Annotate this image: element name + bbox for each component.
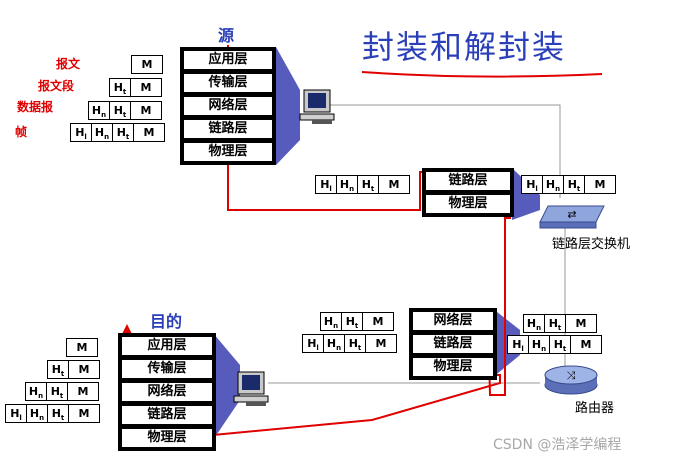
payload-cell: M [365,334,397,353]
data-path-arrowhead [122,324,132,334]
router-label: 路由器 [575,401,615,416]
switch-label: 链路层交换机 [552,237,631,252]
pdu-label-segment: 报文段 [38,79,75,93]
link-host-switch [328,104,561,198]
link-header-cell: Hl [5,404,27,423]
source-stack: 应用层 传输层 网络层 链路层 物理层 [180,47,276,165]
link-header-cell: Hl [507,335,529,354]
transport-header-cell: Ht [341,312,363,331]
payload-cell: M [131,55,163,74]
link-header-cell: Hl [315,175,337,194]
svg-text:⤨: ⤨ [567,369,576,382]
title-underline [361,71,603,78]
pdu-label-datagram: 数据报 [17,100,54,114]
payload-cell: M [67,382,99,401]
dest-label: 目的 [150,312,183,331]
transport-header-cell: Ht [357,175,379,194]
source-layer-app: 应用层 [183,50,273,70]
transport-header-cell: Ht [544,314,566,333]
packet-message: M [131,55,163,74]
packet-segment: Ht M [109,78,162,97]
link-header-cell: Hl [302,334,324,353]
packet-frame-router-in: Hl Hn Ht M [302,334,397,353]
network-header-cell: Hn [336,175,358,194]
source-layer-physical: 物理层 [183,142,273,162]
transport-header-cell: Ht [47,360,69,379]
switch-icon: ⇄ [539,205,605,229]
pdu-label-frame: 帧 [15,125,28,139]
transport-header-cell: Ht [344,334,366,353]
network-header-cell: Hn [523,314,545,333]
switch-layer-link: 链路层 [425,171,511,191]
dest-layer-app: 应用层 [121,336,213,356]
packet-datagram: Hn Ht M [88,101,162,120]
payload-cell: M [362,312,394,331]
network-header-cell: Hn [25,382,47,401]
network-header-cell: Hn [91,123,113,142]
payload-cell: M [378,175,410,194]
dest-stack: 应用层 传输层 网络层 链路层 物理层 [118,333,216,451]
dest-stack-shadow [213,333,240,440]
transport-header-cell: Ht [109,78,131,97]
payload-cell: M [133,123,165,142]
link-header-cell: Hl [521,175,543,194]
payload-cell: M [584,175,616,194]
dest-layer-network: 网络层 [121,382,213,402]
network-header-cell: Hn [528,335,550,354]
packet-datagram-router-out: Hn Ht M [523,314,597,333]
transport-header-cell: Ht [112,123,134,142]
dest-layer-transport: 传输层 [121,359,213,379]
dest-layer-physical: 物理层 [121,428,213,448]
page-title: 封装和解封装 [362,28,567,66]
packet-frame-dest: Hl Hn Ht M [5,404,100,423]
payload-cell: M [66,338,98,357]
source-layer-network: 网络层 [183,96,273,116]
source-stack-shadow [276,47,300,165]
source-layer-transport: 传输层 [183,73,273,93]
packet-datagram-dest: Hn Ht M [25,382,99,401]
network-header-cell: Hn [542,175,564,194]
dest-layer-link: 链路层 [121,405,213,425]
source-layer-link: 链路层 [183,119,273,139]
payload-cell: M [570,335,602,354]
transport-header-cell: Ht [46,382,68,401]
payload-cell: M [68,360,100,379]
pdu-label-message: 报文 [56,57,81,71]
router-layer-physical: 物理层 [412,357,494,377]
network-header-cell: Hn [26,404,48,423]
router-stack: 网络层 链路层 物理层 [409,308,497,380]
network-header-cell: Hn [88,101,110,120]
payload-cell: M [130,78,162,97]
switch-layer-physical: 物理层 [425,194,511,214]
packet-frame-to-switch: Hl Hn Ht M [315,175,410,194]
packet-message-dest: M [66,338,98,357]
computer-icon-dest [233,371,269,406]
payload-cell: M [565,314,597,333]
network-header-cell: Hn [323,334,345,353]
router-icon: ⤨ [544,365,598,395]
packet-datagram-router-in: Hn Ht M [320,312,394,331]
transport-header-cell: Ht [549,335,571,354]
packet-segment-dest: Ht M [47,360,100,379]
link-header-cell: Hl [70,123,92,142]
transport-header-cell: Ht [563,175,585,194]
switch-stack-shadow [512,168,540,220]
source-label: 源 [218,26,235,45]
watermark: CSDN @浩泽学编程 [493,437,622,453]
packet-frame: Hl Hn Ht M [70,123,165,142]
transport-header-cell: Ht [109,101,131,120]
router-layer-link: 链路层 [412,334,494,354]
transport-header-cell: Ht [47,404,69,423]
payload-cell: M [130,101,162,120]
packet-frame-from-switch: Hl Hn Ht M [521,175,616,194]
svg-text:⇄: ⇄ [567,208,576,221]
packet-frame-router-out: Hl Hn Ht M [507,335,602,354]
router-layer-network: 网络层 [412,311,494,331]
switch-stack: 链路层 物理层 [422,168,514,217]
payload-cell: M [68,404,100,423]
network-header-cell: Hn [320,312,342,331]
computer-icon-source [299,89,335,124]
